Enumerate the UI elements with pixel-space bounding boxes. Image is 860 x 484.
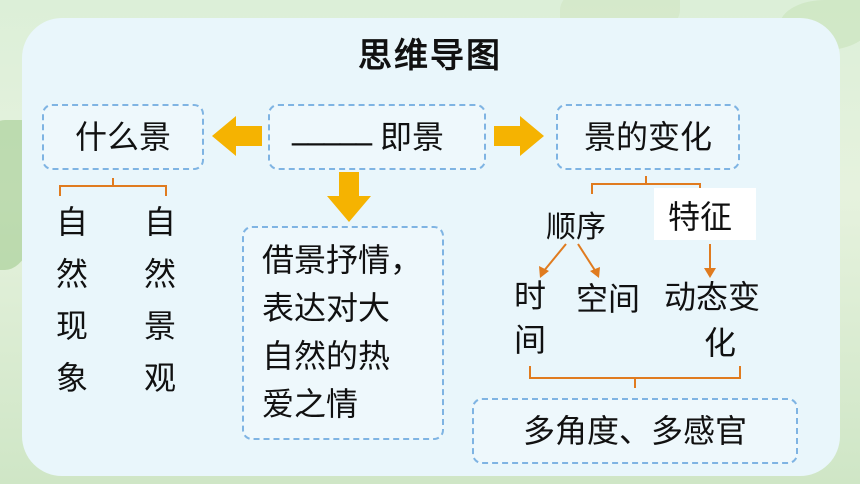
arrow-down-icon	[327, 172, 371, 222]
order-label: 顺序	[546, 210, 606, 245]
node-what-scene	[42, 104, 204, 170]
node-express-feeling	[242, 226, 444, 440]
time-text: 时 间	[514, 277, 547, 359]
feature-label: 特征	[668, 198, 733, 236]
dynamic-change-text: 动态变 化	[664, 278, 761, 362]
natural-phenomena-text: 自 然 现 象	[56, 203, 89, 397]
node-what-scene-label: 什么景	[74, 118, 171, 156]
arrow-to-time	[542, 243, 567, 273]
arrow-left-icon	[212, 116, 262, 156]
natural-scenery-text: 自 然 景 观	[144, 203, 177, 397]
bracket-left	[59, 178, 167, 196]
express-feeling-text: 借景抒情， 表达对大 自然的热 爱之情	[262, 241, 423, 423]
multi-angle-label: 多角度、多感官	[522, 412, 747, 450]
node-center-blank: _____	[292, 108, 372, 146]
node-scene-change-label: 景的变化	[583, 118, 712, 156]
arrow-right-icon	[494, 116, 544, 156]
node-center-label: 即景	[380, 118, 445, 156]
page-title: 思维导图	[358, 36, 502, 76]
node-multi-angle	[472, 398, 798, 464]
node-scene-change	[556, 104, 740, 170]
arrow-to-space	[577, 243, 597, 273]
space-text: 空间	[576, 280, 641, 318]
bracket-bottom	[529, 366, 741, 388]
node-center	[268, 104, 486, 170]
feature-label-bg	[654, 188, 756, 240]
